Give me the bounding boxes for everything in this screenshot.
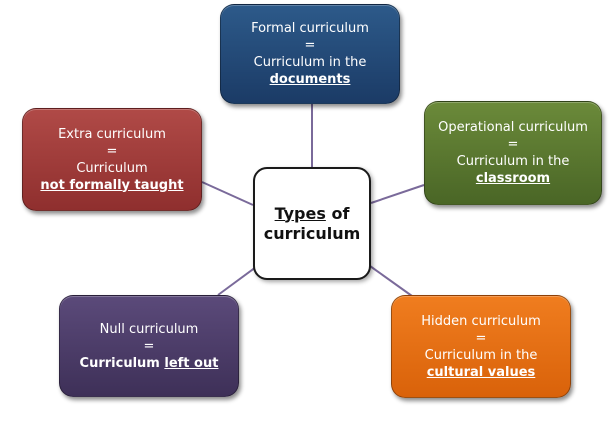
node-emphasis: left out bbox=[164, 355, 219, 371]
node-title: Null curriculum bbox=[99, 321, 199, 337]
node-title: Operational curriculum bbox=[438, 120, 588, 135]
node-description-lead: Curriculum bbox=[79, 355, 165, 371]
node-title: Hidden curriculum bbox=[421, 313, 541, 329]
center-title-of: of bbox=[325, 203, 350, 223]
center-title-line1: Types of bbox=[275, 204, 350, 224]
connector-null bbox=[217, 266, 257, 296]
node-emphasis: classroom bbox=[475, 171, 551, 186]
connector-extra bbox=[201, 181, 254, 206]
equals-sign: = bbox=[304, 38, 316, 53]
node-description: Curriculum in the bbox=[253, 55, 367, 70]
center-title-line2: curriculum bbox=[263, 223, 361, 243]
operational-curriculum-node: Operational curriculum = Curriculum in t… bbox=[424, 101, 602, 205]
hidden-curriculum-node: Hidden curriculum = Curriculum in the cu… bbox=[391, 295, 571, 398]
connector-hidden bbox=[369, 265, 413, 297]
node-description: Curriculum in the bbox=[424, 347, 538, 363]
center-node: Types of curriculum bbox=[253, 167, 371, 280]
null-curriculum-node: Null curriculum = Curriculum left out bbox=[59, 295, 239, 397]
center-title-types: Types bbox=[274, 203, 326, 223]
node-description: Curriculum left out bbox=[66, 355, 232, 372]
equals-sign: = bbox=[143, 338, 155, 354]
node-emphasis: not formally taught bbox=[40, 177, 184, 193]
node-emphasis: documents bbox=[269, 72, 351, 87]
equals-sign: = bbox=[507, 137, 519, 152]
node-title: Extra curriculum bbox=[58, 126, 166, 142]
connector-operational bbox=[370, 184, 425, 204]
equals-sign: = bbox=[106, 143, 118, 159]
node-description: Curriculum in the bbox=[456, 154, 570, 169]
equals-sign: = bbox=[475, 330, 487, 346]
node-emphasis: cultural values bbox=[426, 364, 536, 380]
formal-curriculum-node: Formal curriculum = Curriculum in the do… bbox=[220, 4, 400, 104]
node-title: Formal curriculum bbox=[251, 21, 369, 36]
node-description: Curriculum bbox=[76, 160, 148, 176]
extra-curriculum-node: Extra curriculum = Curriculum not formal… bbox=[22, 108, 202, 211]
